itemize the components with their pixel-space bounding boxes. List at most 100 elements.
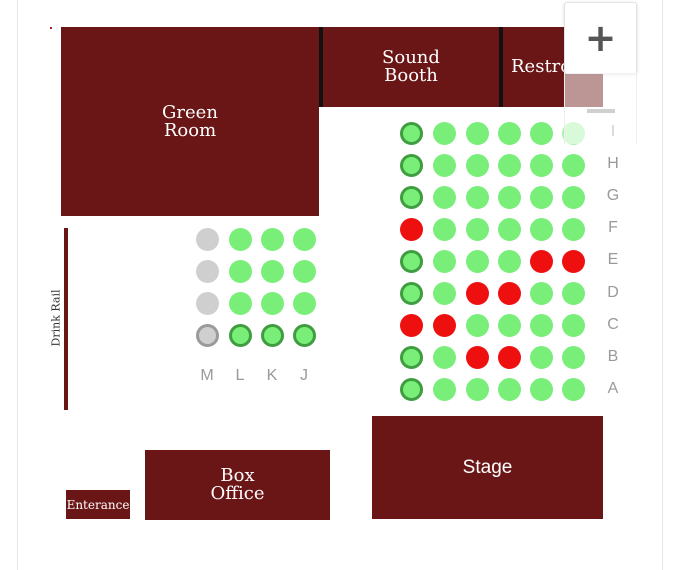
seat-L4[interactable] bbox=[228, 323, 252, 347]
drink-rail-label: Drink Rail bbox=[49, 289, 63, 347]
row-label-H: H bbox=[607, 155, 619, 173]
row-label-E: E bbox=[607, 251, 619, 269]
column-label-K: K bbox=[266, 367, 278, 384]
sound-booth-label: Sound Booth bbox=[382, 47, 440, 86]
sound-booth: Sound Booth bbox=[323, 27, 499, 107]
seat-G3[interactable] bbox=[465, 185, 489, 209]
seat-H6[interactable] bbox=[561, 153, 585, 177]
seat-D4[interactable] bbox=[497, 282, 521, 305]
seat-I2[interactable] bbox=[432, 121, 456, 145]
seat-L3[interactable] bbox=[228, 291, 252, 315]
seat-E3[interactable] bbox=[465, 249, 489, 273]
seat-H3[interactable] bbox=[465, 153, 489, 177]
seat-C1[interactable] bbox=[399, 314, 423, 338]
seat-G4[interactable] bbox=[497, 185, 521, 209]
seat-H4[interactable] bbox=[497, 153, 521, 177]
seat-C5[interactable] bbox=[529, 314, 553, 338]
seat-I5[interactable] bbox=[529, 121, 553, 145]
seat-C2[interactable] bbox=[432, 314, 456, 338]
row-label-C: C bbox=[607, 315, 619, 333]
seat-K4[interactable] bbox=[260, 323, 284, 347]
seat-B6[interactable] bbox=[561, 346, 585, 370]
entrance: Enterance bbox=[66, 490, 130, 519]
seat-F5[interactable] bbox=[529, 217, 553, 241]
seat-F6[interactable] bbox=[561, 217, 585, 241]
seat-F2[interactable] bbox=[432, 217, 456, 241]
wall-divider-left bbox=[319, 27, 323, 107]
seat-K2[interactable] bbox=[260, 259, 284, 283]
seat-E5[interactable] bbox=[529, 249, 553, 273]
seat-M1[interactable] bbox=[195, 227, 219, 251]
seat-F1[interactable] bbox=[399, 217, 423, 241]
seat-H1[interactable] bbox=[399, 153, 423, 177]
seat-I4[interactable] bbox=[497, 121, 521, 145]
seat-C6[interactable] bbox=[561, 314, 585, 338]
box-office: Box Office bbox=[145, 450, 330, 520]
marker-dot bbox=[50, 27, 52, 29]
seat-M4[interactable] bbox=[195, 323, 219, 347]
seat-D3[interactable] bbox=[465, 282, 489, 305]
seat-D6[interactable] bbox=[561, 282, 585, 305]
column-label-M: M bbox=[200, 367, 214, 384]
seat-J3[interactable] bbox=[292, 291, 316, 315]
seat-G5[interactable] bbox=[529, 185, 553, 209]
column-label-J: J bbox=[300, 367, 308, 384]
green-room-label: Green Room bbox=[162, 101, 218, 141]
column-label-L: L bbox=[235, 367, 245, 384]
seat-A3[interactable] bbox=[465, 378, 489, 402]
seat-E2[interactable] bbox=[432, 249, 456, 273]
drink-rail bbox=[64, 228, 68, 410]
seat-D2[interactable] bbox=[432, 282, 456, 305]
seat-A4[interactable] bbox=[497, 378, 521, 402]
seat-B3[interactable] bbox=[465, 346, 489, 370]
zoom-in-button[interactable]: + bbox=[564, 2, 637, 74]
seat-L1[interactable] bbox=[228, 227, 252, 251]
seat-G1[interactable] bbox=[399, 185, 423, 209]
seat-M2[interactable] bbox=[195, 259, 219, 283]
seat-J1[interactable] bbox=[292, 227, 316, 251]
seat-A2[interactable] bbox=[432, 378, 456, 402]
seat-E1[interactable] bbox=[399, 249, 423, 273]
stage-label: Stage bbox=[462, 457, 513, 478]
seat-A6[interactable] bbox=[561, 378, 585, 402]
seat-I1[interactable] bbox=[399, 121, 423, 145]
stage: Stage bbox=[372, 416, 603, 519]
seat-E6[interactable] bbox=[561, 249, 585, 273]
zoom-out-button[interactable] bbox=[564, 72, 637, 144]
entrance-label: Enterance bbox=[66, 497, 130, 512]
seat-G6[interactable] bbox=[561, 185, 585, 209]
seat-H5[interactable] bbox=[529, 153, 553, 177]
seat-D5[interactable] bbox=[529, 282, 553, 305]
seat-B4[interactable] bbox=[497, 346, 521, 370]
seat-C4[interactable] bbox=[497, 314, 521, 338]
seat-I3[interactable] bbox=[465, 121, 489, 145]
seat-G2[interactable] bbox=[432, 185, 456, 209]
seat-J2[interactable] bbox=[292, 259, 316, 283]
map-frame bbox=[17, 0, 663, 570]
minus-icon bbox=[586, 109, 615, 113]
row-label-D: D bbox=[607, 283, 619, 301]
box-office-label: Box Office bbox=[210, 465, 265, 504]
seat-K3[interactable] bbox=[260, 291, 284, 315]
seat-F4[interactable] bbox=[497, 217, 521, 241]
seat-E4[interactable] bbox=[497, 249, 521, 273]
seat-D1[interactable] bbox=[399, 282, 423, 305]
row-label-B: B bbox=[607, 347, 619, 365]
seat-B1[interactable] bbox=[399, 346, 423, 370]
seat-F3[interactable] bbox=[465, 217, 489, 241]
row-label-G: G bbox=[606, 187, 620, 205]
seat-L2[interactable] bbox=[228, 259, 252, 283]
plus-icon: + bbox=[584, 16, 617, 60]
seat-M3[interactable] bbox=[195, 291, 219, 315]
green-room: Green Room bbox=[61, 27, 319, 216]
seat-C3[interactable] bbox=[465, 314, 489, 338]
seat-B2[interactable] bbox=[432, 346, 456, 370]
seat-H2[interactable] bbox=[432, 153, 456, 177]
seat-J4[interactable] bbox=[292, 323, 316, 347]
wall-divider-right bbox=[499, 27, 503, 107]
row-label-F: F bbox=[608, 219, 618, 237]
seat-A1[interactable] bbox=[399, 378, 423, 402]
seat-A5[interactable] bbox=[529, 378, 553, 402]
seat-B5[interactable] bbox=[529, 346, 553, 370]
seat-K1[interactable] bbox=[260, 227, 284, 251]
